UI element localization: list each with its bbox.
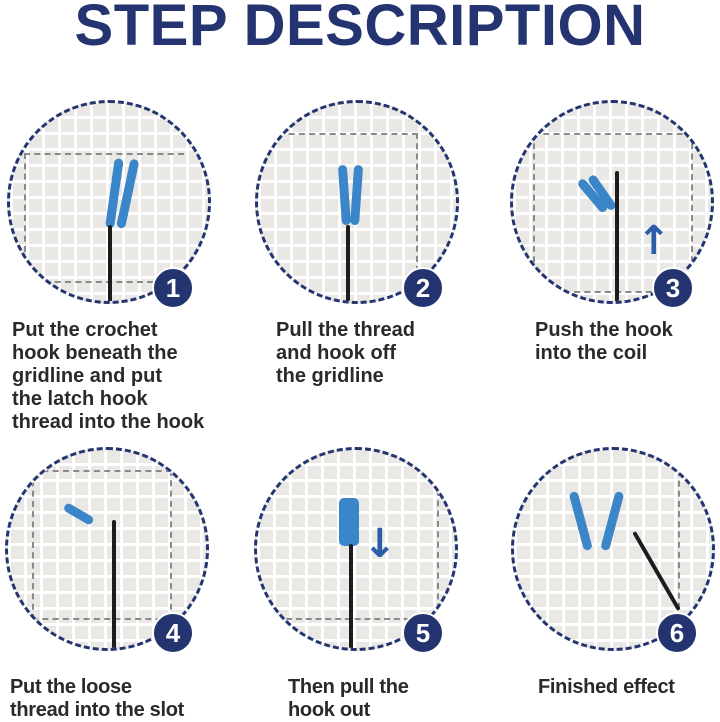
gridline-frame: [514, 450, 680, 648]
gridline-frame: [268, 133, 418, 301]
gridline-frame: [257, 490, 439, 620]
gridline-frame: [24, 153, 184, 283]
step-description: Push the hook into the coil: [535, 319, 673, 364]
up-arrow-icon: ↑: [637, 218, 671, 264]
step-description: Pull the thread and hook off the gridlin…: [276, 319, 415, 387]
step-number-badge: 4: [152, 612, 194, 654]
step-description: Put the crochet hook beneath the gridlin…: [12, 319, 205, 433]
gridline-frame: [32, 470, 172, 620]
page-title: STEP DESCRIPTION: [74, 0, 646, 58]
yarn: [339, 498, 359, 546]
step-description: Then pull the hook out: [288, 676, 409, 721]
step-number-badge: 2: [402, 267, 444, 309]
step-number-badge: 3: [652, 267, 694, 309]
step-number-badge: 5: [402, 612, 444, 654]
down-arrow-icon: ↓: [363, 521, 397, 567]
latch-hook: [349, 544, 353, 648]
latch-hook: [615, 171, 619, 301]
step-number-badge: 6: [656, 612, 698, 654]
latch-hook: [346, 225, 350, 301]
latch-hook: [108, 225, 112, 301]
step-description: Put the loose thread into the slot: [10, 676, 185, 721]
latch-hook: [112, 520, 116, 648]
gridline-frame: [533, 133, 693, 293]
step-1-photo: [7, 100, 211, 304]
step-description: Finished effect: [538, 676, 675, 698]
step-3-photo: ↑: [510, 100, 714, 304]
step-2-photo: [255, 100, 459, 304]
step-number-badge: 1: [152, 267, 194, 309]
